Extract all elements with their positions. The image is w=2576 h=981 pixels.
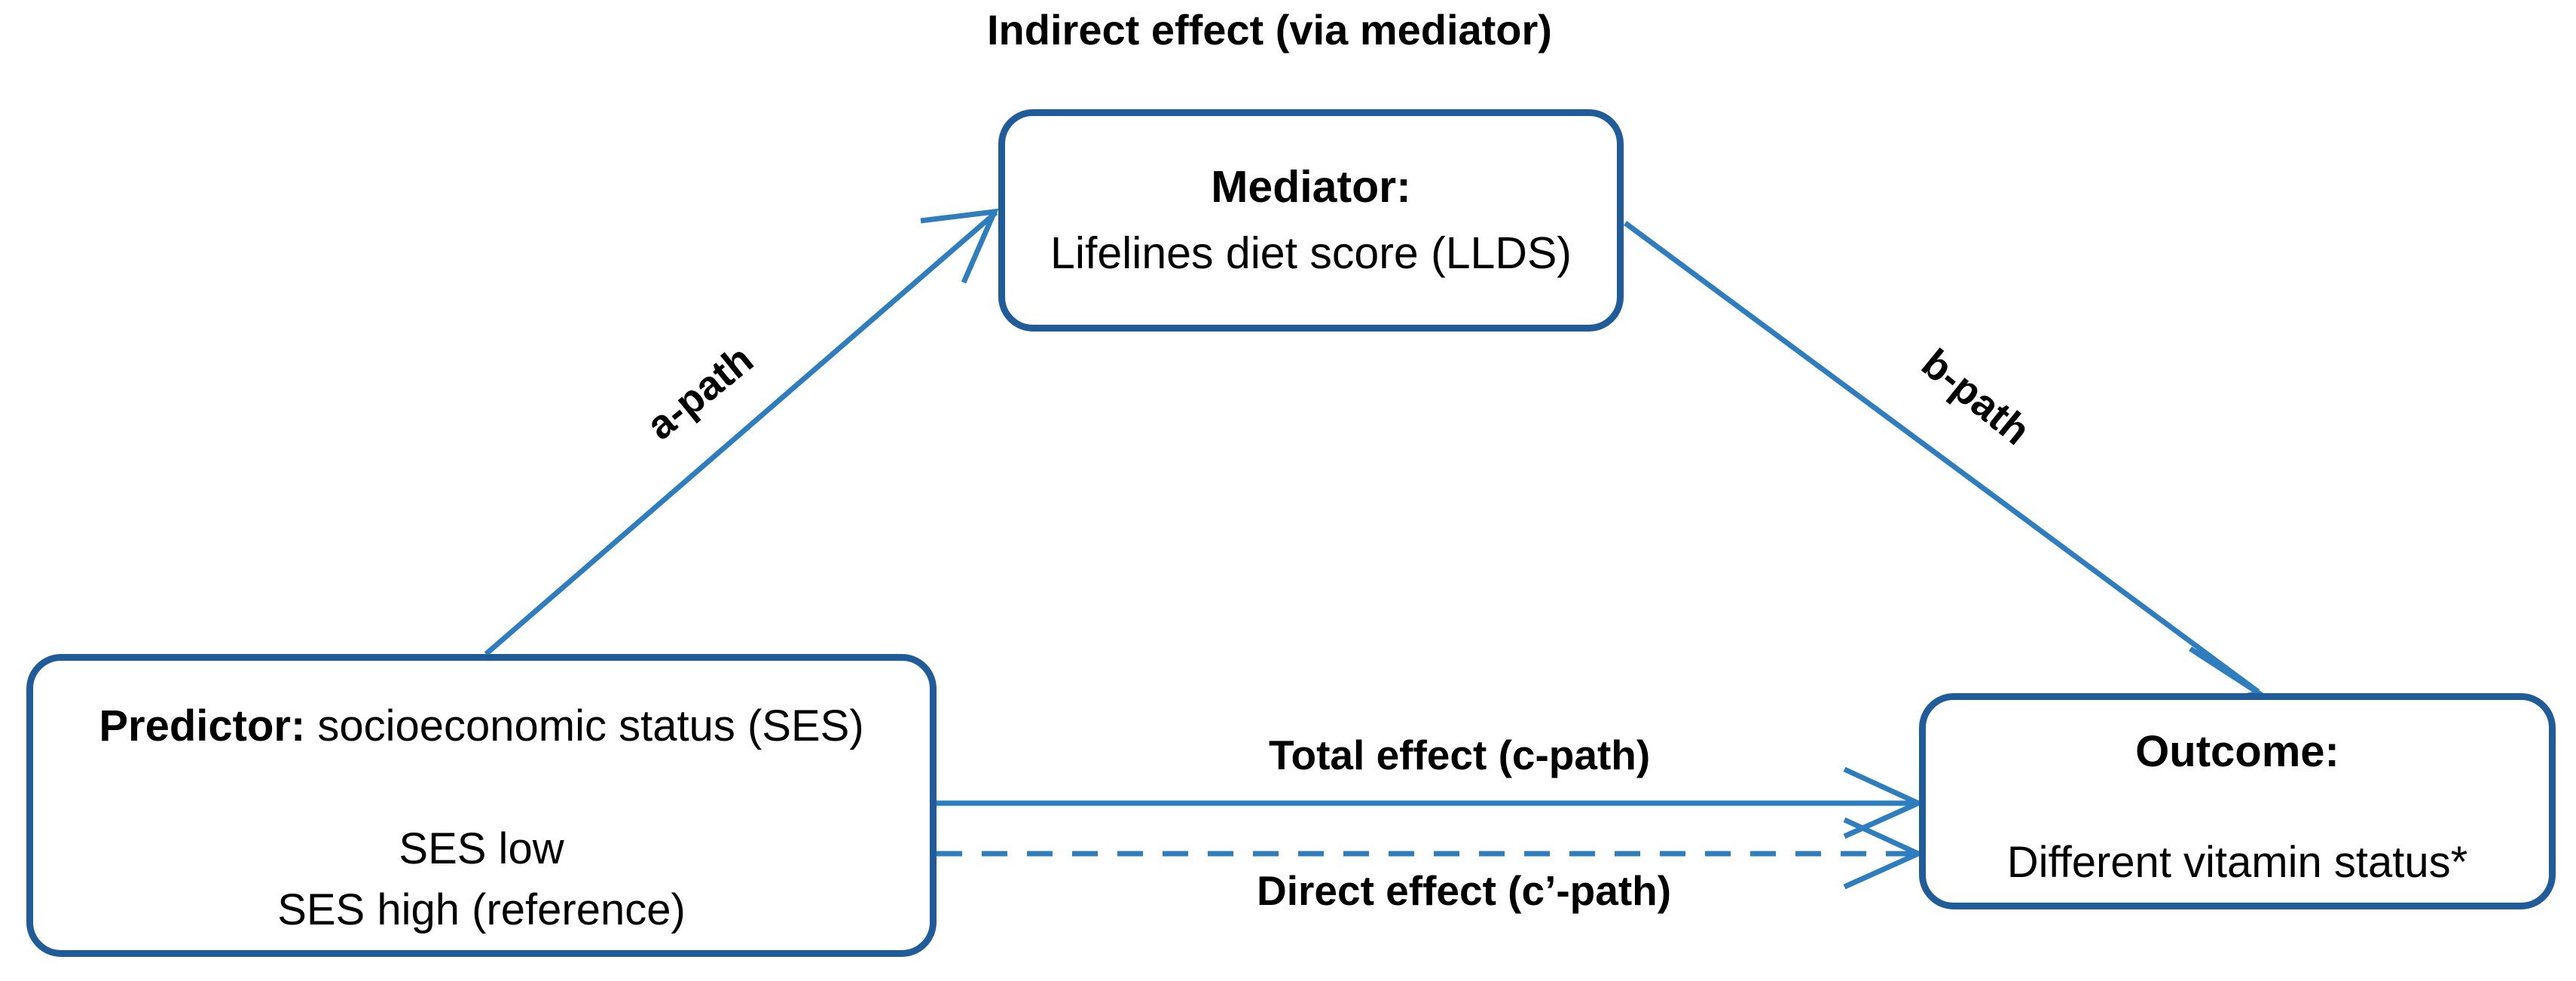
predictor-node: Predictor: socioeconomic status (SES) SE… — [26, 654, 937, 957]
b-path-arrow — [1623, 221, 2266, 710]
mediator-body: Lifelines diet score (LLDS) — [1050, 228, 1572, 278]
outcome-heading: Outcome: — [2135, 727, 2339, 776]
predictor-heading-bold: Predictor: — [99, 701, 306, 750]
a-path-arrow — [484, 208, 999, 656]
mediator-node: Mediator: Lifelines diet score (LLDS) — [998, 109, 1624, 332]
total-effect-label: Total effect (c-path) — [1269, 732, 1651, 778]
predictor-level-low: SES low — [399, 824, 564, 873]
indirect-effect-label: Indirect effect (via mediator) — [987, 6, 1552, 53]
outcome-node: Outcome: Different vitamin status* — [1919, 693, 2556, 909]
c-path-arrow — [937, 766, 1925, 839]
outcome-body: Different vitamin status* — [2006, 837, 2468, 887]
b-path-label: b-path — [1913, 340, 2039, 454]
a-path-label: a-path — [638, 336, 762, 449]
direct-effect-label: Direct effect (c’-path) — [1257, 867, 1672, 914]
predictor-heading: Predictor: socioeconomic status (SES) — [99, 700, 863, 753]
predictor-heading-rest: socioeconomic status (SES) — [305, 701, 864, 750]
predictor-level-high: SES high (reference) — [277, 885, 686, 934]
mediator-heading: Mediator: — [1211, 161, 1411, 212]
